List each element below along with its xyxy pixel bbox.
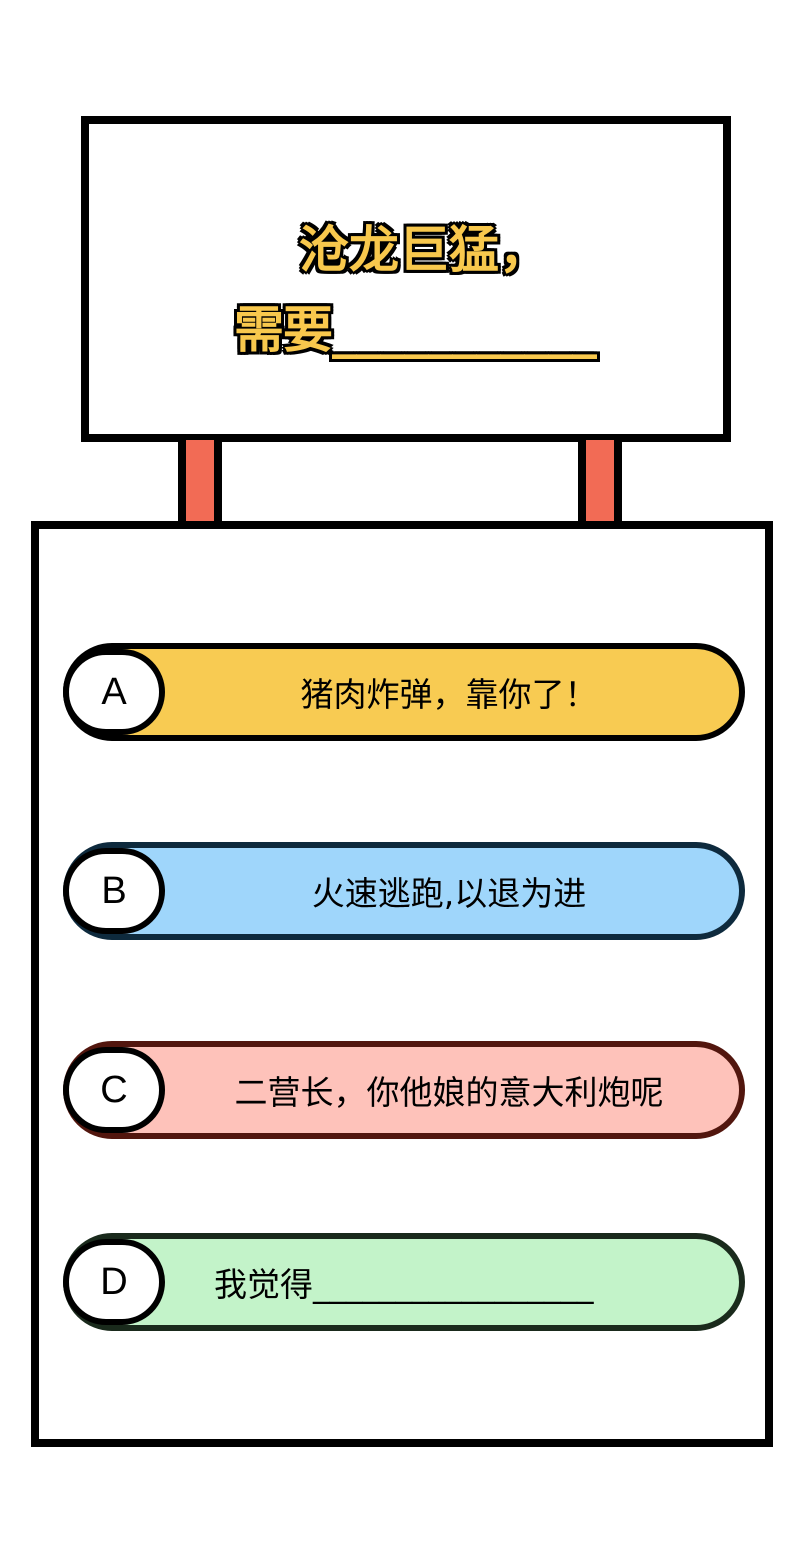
option-a-button[interactable]: A 猪肉炸弹，靠你了！ xyxy=(63,643,745,741)
option-c-label: C xyxy=(63,1047,165,1133)
option-c-button[interactable]: C 二营长，你他娘的意大利炮呢 xyxy=(63,1041,745,1139)
question-line-2: 需要___________ xyxy=(234,301,597,359)
option-d-label: D xyxy=(63,1239,165,1325)
option-c-text: 二营长，你他娘的意大利炮呢 xyxy=(234,1073,664,1112)
option-a-text: 猪肉炸弹，靠你了！ xyxy=(300,675,598,714)
option-b-text: 火速逃跑,以退为进 xyxy=(311,874,587,913)
option-d-button[interactable]: D 我觉得_________________ xyxy=(63,1233,745,1331)
option-a-label: A xyxy=(63,649,165,735)
sign-post-left xyxy=(178,440,222,526)
sign-post-right xyxy=(578,440,622,526)
option-d-text: 我觉得_________________ xyxy=(214,1265,594,1304)
question-line-1: 沧龙巨猛， xyxy=(299,221,549,279)
sign-board: 沧龙巨猛， 需要___________ xyxy=(81,116,731,442)
option-b-button[interactable]: B 火速逃跑,以退为进 xyxy=(63,842,745,940)
option-b-label: B xyxy=(63,848,165,934)
